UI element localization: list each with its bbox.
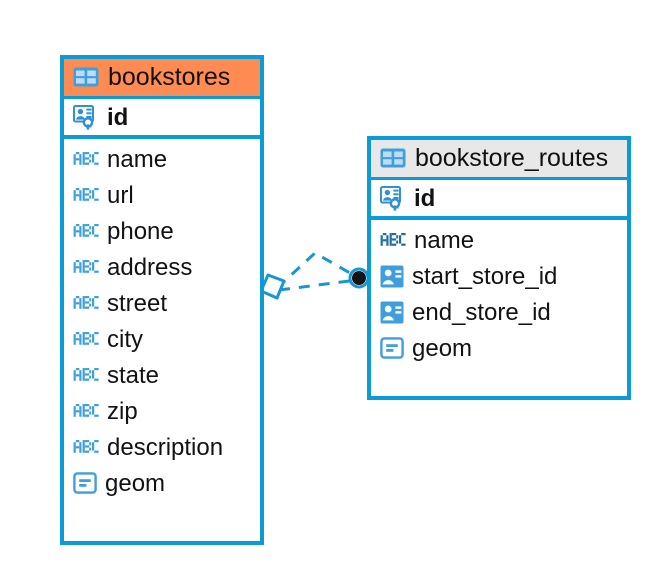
field-row-name[interactable]: name	[64, 141, 260, 177]
fields-section-bookstore-routes: name start_store_id	[371, 220, 627, 370]
fields-section-bookstores: name	[64, 139, 260, 505]
entity-title: bookstores	[108, 63, 231, 91]
table-grid-icon	[380, 148, 406, 168]
field-label: address	[107, 253, 193, 281]
field-row-description[interactable]: description	[64, 429, 260, 465]
field-label: geom	[105, 469, 166, 497]
field-row-name[interactable]: name	[371, 222, 627, 258]
entity-bookstore-routes[interactable]: bookstore_routes id	[367, 136, 631, 400]
entity-header-bookstore-routes: bookstore_routes	[371, 140, 627, 178]
field-label: state	[107, 361, 160, 389]
relationship-marker-dot	[352, 271, 366, 285]
field-row-state[interactable]: state	[64, 357, 260, 393]
field-row-address[interactable]: address	[64, 249, 260, 285]
table-grid-icon	[73, 67, 99, 87]
text-abc-icon	[73, 296, 99, 310]
field-label: geom	[412, 334, 473, 362]
primary-key-section-bookstores: id	[64, 96, 260, 140]
field-row-city[interactable]: city	[64, 321, 260, 357]
field-row-url[interactable]: url	[64, 177, 260, 213]
text-abc-icon	[73, 368, 99, 382]
field-label: name	[414, 226, 475, 254]
field-label: id	[414, 184, 436, 212]
geometry-icon	[380, 337, 404, 360]
entity-header-bookstores: bookstores	[64, 59, 260, 97]
entity-bookstores[interactable]: bookstores id	[60, 55, 264, 545]
field-row-start-store-id[interactable]: start_store_id	[371, 258, 627, 294]
text-abc-icon	[73, 152, 99, 166]
foreign-key-icon	[380, 301, 404, 324]
entity-title: bookstore_routes	[415, 144, 609, 172]
text-abc-icon	[73, 188, 99, 202]
field-row-primary-key[interactable]: id	[371, 180, 627, 216]
field-label: end_store_id	[412, 298, 551, 326]
field-label: id	[107, 103, 129, 131]
field-row-end-store-id[interactable]: end_store_id	[371, 294, 627, 330]
field-label: description	[107, 433, 224, 461]
text-abc-icon	[73, 404, 99, 418]
field-label: zip	[107, 397, 138, 425]
text-abc-icon	[73, 260, 99, 274]
relationship-marker-rhombus	[259, 273, 286, 300]
field-label: start_store_id	[412, 262, 558, 290]
text-abc-icon	[73, 440, 99, 454]
field-row-geom[interactable]: geom	[64, 465, 260, 501]
field-row-phone[interactable]: phone	[64, 213, 260, 249]
field-label: phone	[107, 217, 174, 245]
primary-key-section-bookstore-routes: id	[371, 177, 627, 221]
field-label: url	[107, 181, 134, 209]
text-abc-icon	[380, 233, 406, 247]
field-label: street	[107, 289, 168, 317]
field-label: name	[107, 145, 168, 173]
field-row-street[interactable]: street	[64, 285, 260, 321]
relationship-marker-ring	[348, 267, 370, 289]
text-abc-icon	[73, 224, 99, 238]
geometry-icon	[73, 472, 97, 495]
text-abc-icon	[73, 332, 99, 346]
primary-key-icon	[73, 104, 94, 130]
primary-key-icon	[380, 185, 401, 211]
field-label: city	[107, 325, 143, 353]
relationship-line-upper	[275, 251, 358, 290]
relationship-line-lower	[278, 278, 358, 292]
field-row-primary-key[interactable]: id	[64, 99, 260, 135]
field-row-geom[interactable]: geom	[371, 330, 627, 366]
field-row-zip[interactable]: zip	[64, 393, 260, 429]
foreign-key-icon	[380, 265, 404, 288]
